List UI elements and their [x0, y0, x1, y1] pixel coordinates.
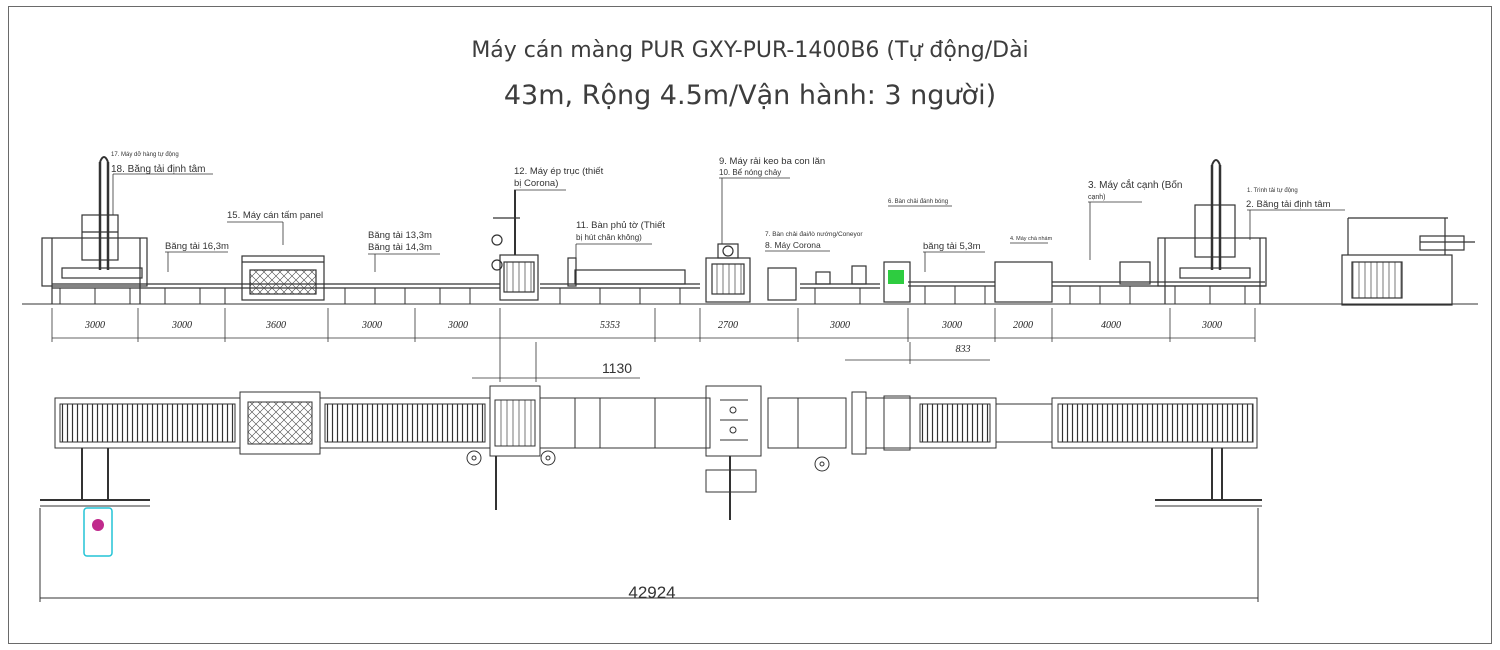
- label-auto-loader: 1. Trình tải tự động: [1247, 188, 1298, 194]
- dim-label: 2000: [1013, 320, 1033, 331]
- dim-label: 2700: [718, 320, 738, 331]
- dim-label: 3600: [265, 320, 286, 331]
- operator-station-icon: [83, 507, 113, 557]
- label-sander: 4. Máy chà nhám: [1010, 236, 1053, 242]
- label-panel-laminator: 15. Máy cán tấm panel: [227, 210, 323, 221]
- label-centering-conveyor-right: 2. Băng tải định tâm: [1246, 199, 1331, 210]
- label-edge-cutter-2: cạnh): [1088, 194, 1106, 201]
- machine-labels: 17. Máy dỡ hàng tự động 18. Băng tải địn…: [111, 152, 1331, 253]
- label-edge-cutter-1: 3. Máy cắt cạnh (Bốn: [1088, 178, 1183, 191]
- diagram-title-line1: Máy cán màng PUR GXY-PUR-1400B6 (Tự động…: [471, 38, 1029, 63]
- dimension-chain: [51, 308, 1256, 382]
- label-conveyor-5-3: băng tải 5,3m: [923, 241, 981, 252]
- label-melt-tank: 10. Bể nóng chảy: [719, 168, 781, 177]
- dim-label: 3000: [447, 320, 468, 331]
- label-belt-brush: 7. Bàn chải đai/lò nướng/Coneyor: [765, 231, 863, 238]
- dim-label: 3000: [171, 320, 192, 331]
- dim-label: 3000: [941, 320, 962, 331]
- label-centering-conveyor-left: 18. Băng tải định tâm: [111, 164, 206, 175]
- dim-label: 3000: [84, 320, 105, 331]
- label-conveyor-16-3: Băng tải 16,3m: [165, 241, 229, 252]
- label-sheet-table-2: bị hút chân không): [576, 233, 642, 242]
- label-press-roller-1: 12. Máy ép trục (thiết: [514, 166, 604, 177]
- brush-indicator-icon: [888, 270, 904, 284]
- label-conveyor-14-3: Băng tải 14,3m: [368, 242, 432, 253]
- dim-label: 3000: [1201, 320, 1222, 331]
- dimension-labels: 3000 3000 3600 3000 3000 5353 2700 3000 …: [84, 320, 1222, 355]
- dim-label: 3000: [829, 320, 850, 331]
- side-elevation-view: [22, 156, 1478, 306]
- label-sheet-table-1: 11. Bàn phủ tờ (Thiết: [576, 220, 665, 231]
- diagram-frame: [8, 6, 1492, 644]
- label-press-roller-2: bị Corona): [514, 178, 558, 189]
- plan-view: [39, 385, 1262, 602]
- label-polish-brush: 6. Bàn chải đánh bóng: [888, 199, 948, 205]
- label-unloader: 17. Máy dỡ hàng tự động: [111, 152, 179, 158]
- leader-lines: [112, 173, 1345, 272]
- total-length-label: 42924: [628, 583, 675, 602]
- dim-label-833: 833: [956, 344, 971, 355]
- label-conveyor-13-3: Băng tải 13,3m: [368, 230, 432, 241]
- dim-label: 5353: [600, 320, 620, 331]
- diagram-title-line2: 43m, Rộng 4.5m/Vận hành: 3 người): [503, 80, 997, 111]
- dim-label: 4000: [1101, 320, 1121, 331]
- label-glue-spreader: 9. Máy rải keo ba con lăn: [719, 156, 825, 167]
- label-corona: 8. Máy Corona: [765, 240, 821, 250]
- dim-label-1130: 1130: [602, 360, 632, 376]
- dim-label: 3000: [361, 320, 382, 331]
